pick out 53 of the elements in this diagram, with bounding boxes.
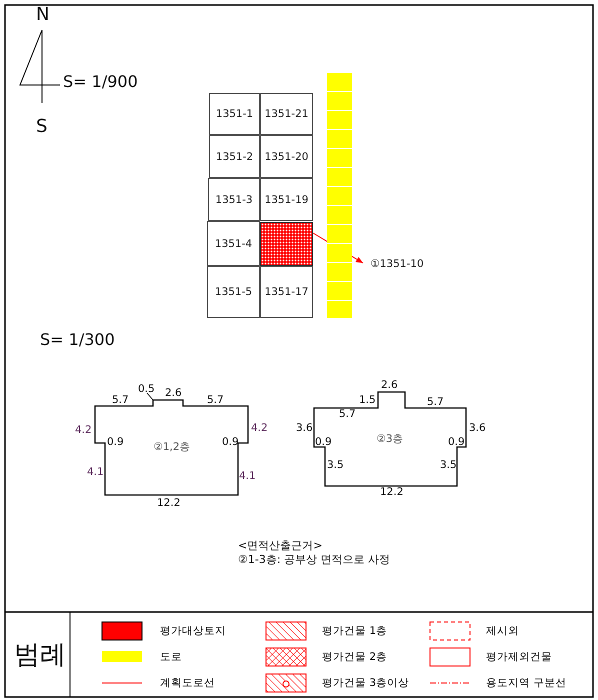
dimension-label: 3.6 <box>296 422 313 434</box>
legend-label: 계획도로선 <box>160 676 215 690</box>
dimension-label: 3.5 <box>440 459 457 471</box>
legend-label: 평가건물 3층이상 <box>322 676 410 690</box>
dimension-label: 5.7 <box>207 394 224 406</box>
dimension-label: 5.7 <box>339 408 356 420</box>
dimension-label: 5.7 <box>427 396 444 408</box>
dimension-label: 4.1 <box>239 470 256 482</box>
note-text: ②1-3층: 공부상 면적으로 사정 <box>238 552 390 567</box>
floor-label: ②3층 <box>376 432 404 446</box>
parcel-number: ①1351-10 <box>364 256 430 272</box>
legend-label: 평가대상토지 <box>160 624 226 638</box>
dimension-label: 4.2 <box>251 422 268 434</box>
legend-title: 범례 <box>14 639 66 672</box>
dimension-label: 2.6 <box>165 387 182 399</box>
legend-label: 평가제외건물 <box>486 650 552 664</box>
target-parcel <box>260 222 313 266</box>
note-heading: <면적산출근거> <box>238 538 322 553</box>
scale-label: S= 1/300 <box>40 330 115 349</box>
parcel-lot: 1351-1 <box>209 93 260 135</box>
dimension-label: 5.7 <box>112 394 129 406</box>
parcel-lot: 1351-5 <box>207 266 260 318</box>
parcel-lot: 1351-2 <box>209 135 260 178</box>
building-outline <box>312 390 468 487</box>
road-strip <box>327 73 352 318</box>
dimension-label: 3.6 <box>469 422 486 434</box>
dimension-label: 0.9 <box>315 436 332 448</box>
dimension-label: 4.2 <box>75 424 92 436</box>
parcel-lot: 1351-17 <box>260 266 313 318</box>
dimension-label: 12.2 <box>380 486 404 498</box>
dimension-label: 4.1 <box>87 466 104 478</box>
legend-label: 도로 <box>160 650 182 664</box>
parcel-lot: 1351-21 <box>260 93 313 135</box>
legend-label: 제시외 <box>486 624 519 638</box>
compass-letter: S <box>36 116 48 137</box>
parcel-lot: 1351-19 <box>260 178 313 221</box>
dimension-label: 0.9 <box>222 436 239 448</box>
dimension-label: 3.5 <box>327 459 344 471</box>
legend-label: 용도지역 구분선 <box>486 676 566 690</box>
parcel-lot: 1351-20 <box>260 135 313 178</box>
dimension-label: 1.5 <box>359 394 376 406</box>
dimension-label: 0.9 <box>448 436 465 448</box>
scale-label: S= 1/900 <box>63 72 138 91</box>
compass-letter: N <box>36 4 50 25</box>
parcel-lot: 1351-3 <box>208 178 260 221</box>
dimension-label: 2.6 <box>381 379 398 391</box>
floor-label: ②1,2층 <box>153 440 191 454</box>
legend-label: 평가건물 2층 <box>322 650 388 664</box>
dimension-label: 12.2 <box>157 497 180 509</box>
parcel-lot: 1351-4 <box>207 221 260 266</box>
dimension-label: 0.9 <box>107 436 124 448</box>
dimension-label: 0.5 <box>138 383 155 395</box>
legend-label: 평가건물 1층 <box>322 624 388 638</box>
